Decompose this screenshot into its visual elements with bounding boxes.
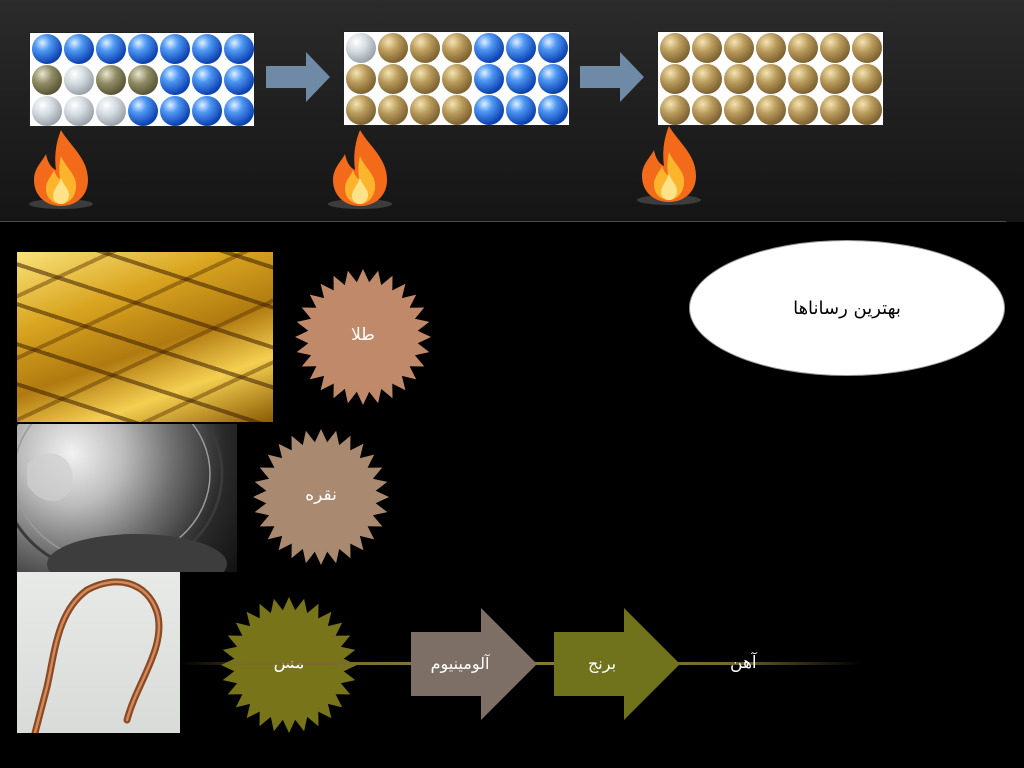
atom-silver [32, 96, 62, 126]
flame-icon [328, 130, 392, 209]
atom-blue [474, 64, 504, 94]
atom-blue [506, 95, 536, 125]
atom-blue [192, 34, 222, 64]
atom-gold [378, 95, 408, 125]
atom-blue [538, 64, 568, 94]
atom-blue [538, 95, 568, 125]
atom-silver [64, 65, 94, 95]
atom-gold [692, 33, 722, 63]
atom-grid-2 [343, 31, 570, 126]
atom-gold [346, 95, 376, 125]
atom-olive [96, 65, 126, 95]
silver-burst-shape [253, 429, 389, 565]
atom-blue [506, 64, 536, 94]
divider-line [0, 221, 1006, 222]
atom-gold [378, 33, 408, 63]
atom-gold [660, 33, 690, 63]
atom-gold [852, 33, 882, 63]
silver-coin-image [17, 424, 237, 572]
atom-blue [96, 34, 126, 64]
brass-arrow-shape [554, 608, 680, 720]
atom-gold [788, 33, 818, 63]
brass-label: برنج [587, 654, 617, 673]
gold-burst-shape [295, 269, 431, 405]
atom-grid-1 [29, 32, 255, 127]
callout-text: بهترین رساناها [793, 297, 901, 319]
atom-silver [96, 96, 126, 126]
flame-icon [637, 126, 701, 205]
atom-gold [820, 64, 850, 94]
iron-label: آهن [730, 653, 757, 673]
atom-grid-3 [657, 31, 884, 126]
atom-gold [852, 95, 882, 125]
atom-gold [692, 64, 722, 94]
atom-gold [724, 64, 754, 94]
atom-gold [724, 95, 754, 125]
atom-blue [160, 34, 190, 64]
atom-blue [192, 96, 222, 126]
atom-blue [160, 65, 190, 95]
atom-gold [692, 95, 722, 125]
atom-gold [442, 64, 472, 94]
atom-gold [820, 33, 850, 63]
atom-gold [852, 64, 882, 94]
atom-gold [756, 64, 786, 94]
atom-blue [474, 33, 504, 63]
atom-gold [378, 64, 408, 94]
gold-label: طلا [351, 325, 375, 345]
atom-blue [192, 65, 222, 95]
aluminium-arrow-shape [411, 608, 537, 720]
atom-blue [474, 95, 504, 125]
atom-gold [788, 95, 818, 125]
atom-silver [346, 33, 376, 63]
atom-gold [410, 33, 440, 63]
atom-blue [224, 65, 254, 95]
atom-blue [506, 33, 536, 63]
process-arrow-icon [266, 52, 330, 102]
atom-olive [128, 65, 158, 95]
copper-wire-image [17, 572, 180, 733]
atom-silver [64, 96, 94, 126]
atom-blue [128, 34, 158, 64]
process-arrow-icon [580, 52, 644, 102]
atom-blue [32, 34, 62, 64]
copper-burst-shape [221, 597, 357, 733]
silver-label: نقره [305, 485, 337, 505]
best-conductors-callout: بهترین رساناها [689, 240, 1005, 376]
atom-blue [128, 96, 158, 126]
atom-gold [410, 95, 440, 125]
atom-blue [224, 96, 254, 126]
atom-blue [538, 33, 568, 63]
atom-gold [820, 95, 850, 125]
atom-blue [160, 96, 190, 126]
aluminium-label: آلومینیوم [430, 654, 490, 673]
atom-olive [32, 65, 62, 95]
atom-gold [410, 64, 440, 94]
atom-gold [660, 64, 690, 94]
atom-gold [756, 33, 786, 63]
gold-bars-image [17, 252, 273, 422]
atom-gold [724, 33, 754, 63]
atom-blue [64, 34, 94, 64]
atom-gold [756, 95, 786, 125]
atom-gold [442, 95, 472, 125]
atom-gold [346, 64, 376, 94]
flame-icon [29, 130, 93, 209]
atom-gold [788, 64, 818, 94]
atom-blue [224, 34, 254, 64]
atom-gold [442, 33, 472, 63]
atom-gold [660, 95, 690, 125]
